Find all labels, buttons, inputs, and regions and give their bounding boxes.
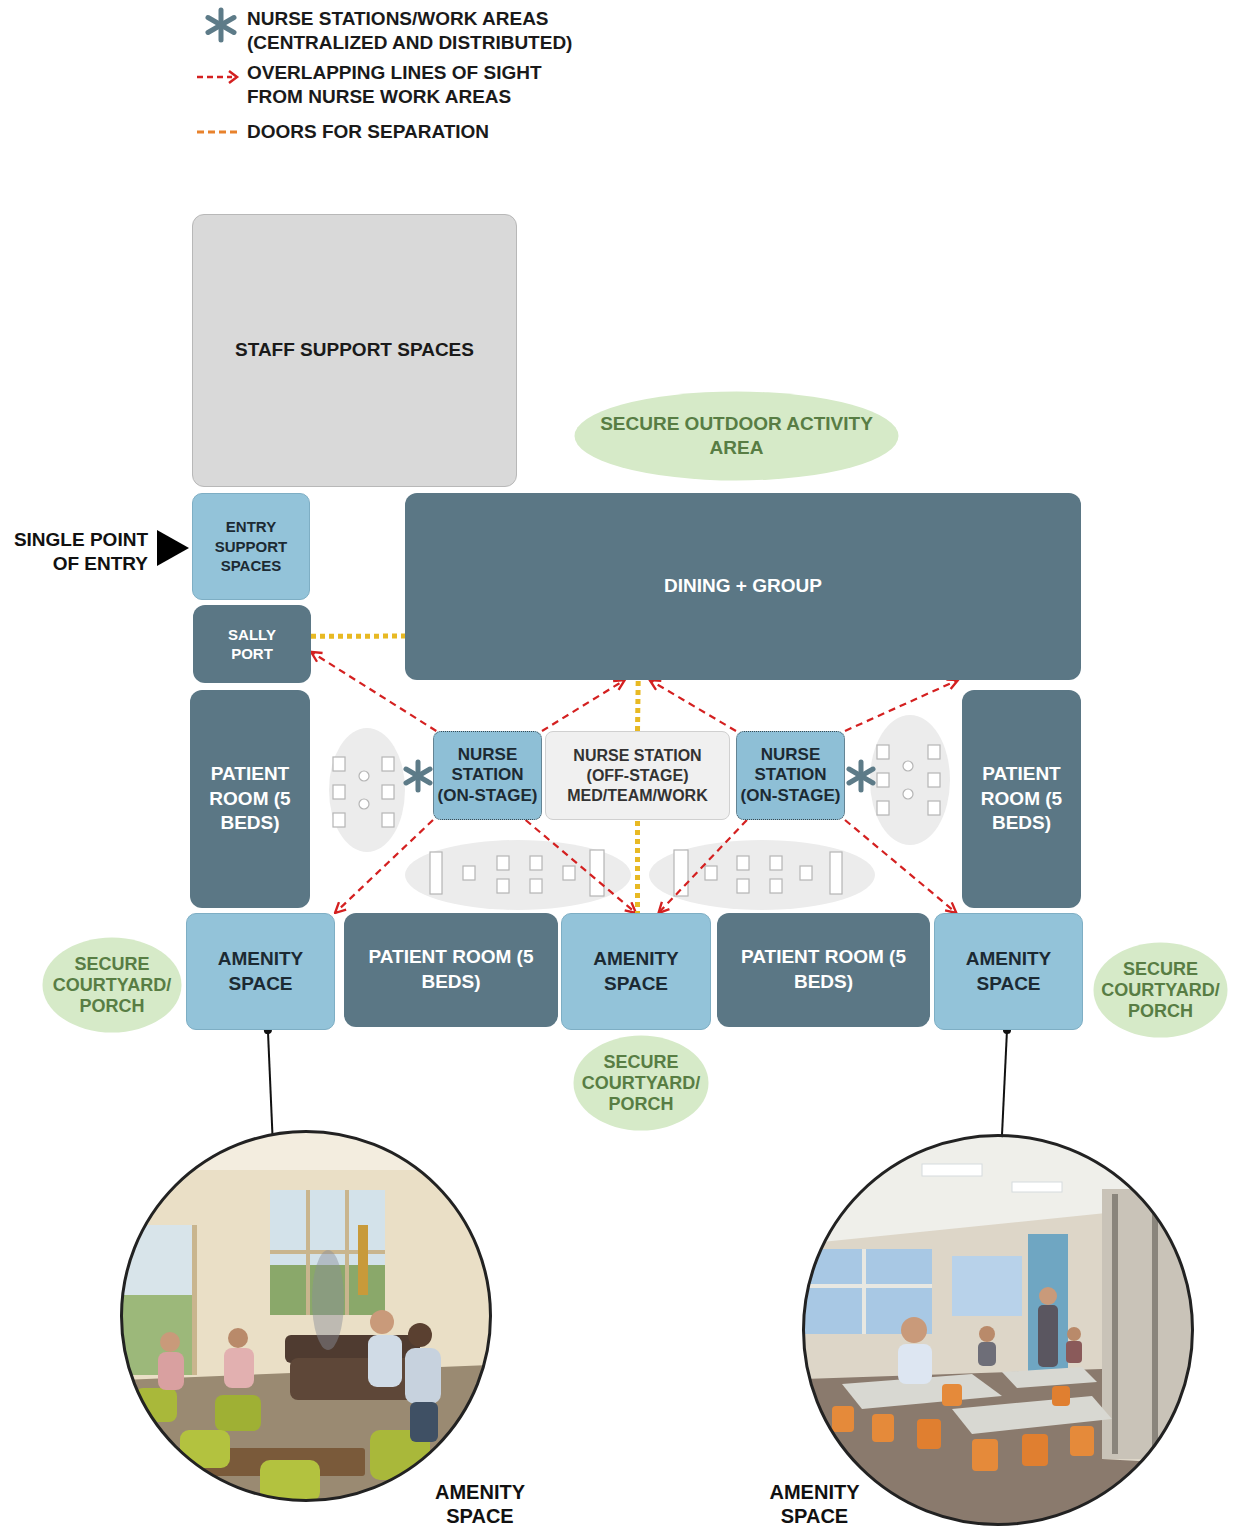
door-separation-line bbox=[311, 634, 405, 639]
sight-line-arrow bbox=[659, 820, 747, 913]
room-label: PATIENT ROOM (5 BEDS) bbox=[356, 945, 546, 994]
asterisk-symbol bbox=[849, 762, 873, 790]
room-label: STAFF SUPPORT SPACES bbox=[235, 338, 474, 363]
sight-line-sample bbox=[197, 76, 232, 79]
amenity-photo-circle: AMENITY SPACE bbox=[120, 1130, 492, 1502]
room-label: DINING + GROUP bbox=[664, 574, 822, 599]
nurse-station-box: NURSE STATION (ON-STAGE) bbox=[433, 731, 542, 820]
entry-label: SINGLE POINT OF ENTRY bbox=[0, 528, 148, 576]
room-label: SECURE OUTDOOR ACTIVITY AREA bbox=[587, 412, 887, 460]
ellipse-fill bbox=[574, 1036, 709, 1131]
amenity-space-box: AMENITY SPACE bbox=[186, 913, 335, 1030]
entry-triangle bbox=[157, 530, 189, 566]
room-label: PATIENT ROOM (5 BEDS) bbox=[200, 762, 300, 836]
amenity-space-box: AMENITY SPACE bbox=[561, 913, 711, 1030]
sight-line-arrow bbox=[845, 820, 956, 913]
sight-line-arrow bbox=[542, 680, 625, 731]
door-separation-line bbox=[635, 680, 641, 731]
circle-border bbox=[122, 1132, 491, 1501]
nurse-station-box: NURSE STATION (ON-STAGE) bbox=[736, 731, 845, 820]
photo-frame bbox=[802, 1134, 1194, 1526]
nurse-station-box: NURSE STATION (OFF-STAGE) MED/TEAM/WORK bbox=[545, 731, 730, 820]
courtyard-ellipse: SECURE COURTYARD/ PORCH bbox=[41, 936, 183, 1034]
room-label: SECURE COURTYARD/ PORCH bbox=[1098, 959, 1223, 1021]
sight-line-arrow bbox=[526, 820, 636, 913]
room-label: AMENITY SPACE bbox=[574, 947, 699, 996]
patient-room-box: PATIENT ROOM (5 BEDS) bbox=[344, 913, 558, 1027]
ellipse-fill bbox=[43, 938, 182, 1033]
patient-room-box: PATIENT ROOM (5 BEDS) bbox=[717, 913, 930, 1027]
room-label: SECURE COURTYARD/ PORCH bbox=[579, 1052, 704, 1114]
room-label: PATIENT ROOM (5 BEDS) bbox=[972, 762, 1072, 836]
sight-arrow-sample bbox=[229, 71, 237, 83]
amenity-space-box: AMENITY SPACE bbox=[934, 913, 1083, 1030]
photo-frame bbox=[120, 1130, 492, 1502]
room-label: PATIENT ROOM (5 BEDS) bbox=[729, 945, 919, 994]
legend-text: DOORS FOR SEPARATION bbox=[247, 120, 489, 144]
staff-support-box: STAFF SUPPORT SPACES bbox=[192, 214, 517, 487]
legend-samples bbox=[197, 10, 237, 132]
ellipse-outline bbox=[573, 390, 900, 482]
room-label: ENTRY SUPPORT SPACES bbox=[203, 517, 299, 576]
sally-port-box: SALLY PORT bbox=[193, 605, 311, 683]
sight-line-arrow bbox=[335, 820, 433, 913]
circle-border bbox=[804, 1136, 1193, 1525]
legend-text: NURSE STATIONS/WORK AREAS (CENTRALIZED A… bbox=[247, 7, 592, 55]
patient-room-box: PATIENT ROOM (5 BEDS) bbox=[190, 690, 310, 908]
room-label: NURSE STATION (ON-STAGE) bbox=[435, 745, 540, 806]
room-label: NURSE STATION (OFF-STAGE) MED/TEAM/WORK bbox=[565, 746, 710, 806]
photo-caption: AMENITY SPACE bbox=[762, 1480, 867, 1528]
room-label: AMENITY SPACE bbox=[946, 947, 1071, 996]
dining-group-box: DINING + GROUP bbox=[405, 493, 1081, 680]
outdoor-area-ellipse: SECURE OUTDOOR ACTIVITY AREA bbox=[573, 390, 900, 482]
sight-line-arrow bbox=[845, 680, 958, 731]
leader-line bbox=[268, 1030, 273, 1136]
sight-line-arrow bbox=[650, 680, 736, 731]
courtyard-ellipse: SECURE COURTYARD/ PORCH bbox=[572, 1034, 710, 1132]
room-label: AMENITY SPACE bbox=[198, 947, 323, 996]
ellipse-fill bbox=[575, 392, 899, 481]
entry-support-box: ENTRY SUPPORT SPACES bbox=[192, 493, 310, 600]
courtyard-ellipse: SECURE COURTYARD/ PORCH bbox=[1092, 941, 1229, 1039]
asterisk-symbol bbox=[208, 10, 234, 40]
furniture-layout bbox=[329, 715, 950, 910]
amenity-photo-circle: AMENITY SPACE bbox=[802, 1134, 1194, 1526]
photo-caption: AMENITY SPACE bbox=[425, 1480, 535, 1528]
door-line-sample bbox=[197, 131, 237, 134]
asterisk-symbol bbox=[406, 762, 430, 790]
patient-room-box: PATIENT ROOM (5 BEDS) bbox=[962, 690, 1081, 908]
legend-text: OVERLAPPING LINES OF SIGHT FROM NURSE WO… bbox=[247, 61, 567, 109]
room-label: SECURE COURTYARD/ PORCH bbox=[50, 954, 175, 1016]
room-label: SALLY PORT bbox=[212, 625, 292, 664]
room-label: NURSE STATION (ON-STAGE) bbox=[738, 745, 843, 806]
ellipse-fill bbox=[1094, 943, 1228, 1038]
leader-line bbox=[1002, 1030, 1007, 1137]
